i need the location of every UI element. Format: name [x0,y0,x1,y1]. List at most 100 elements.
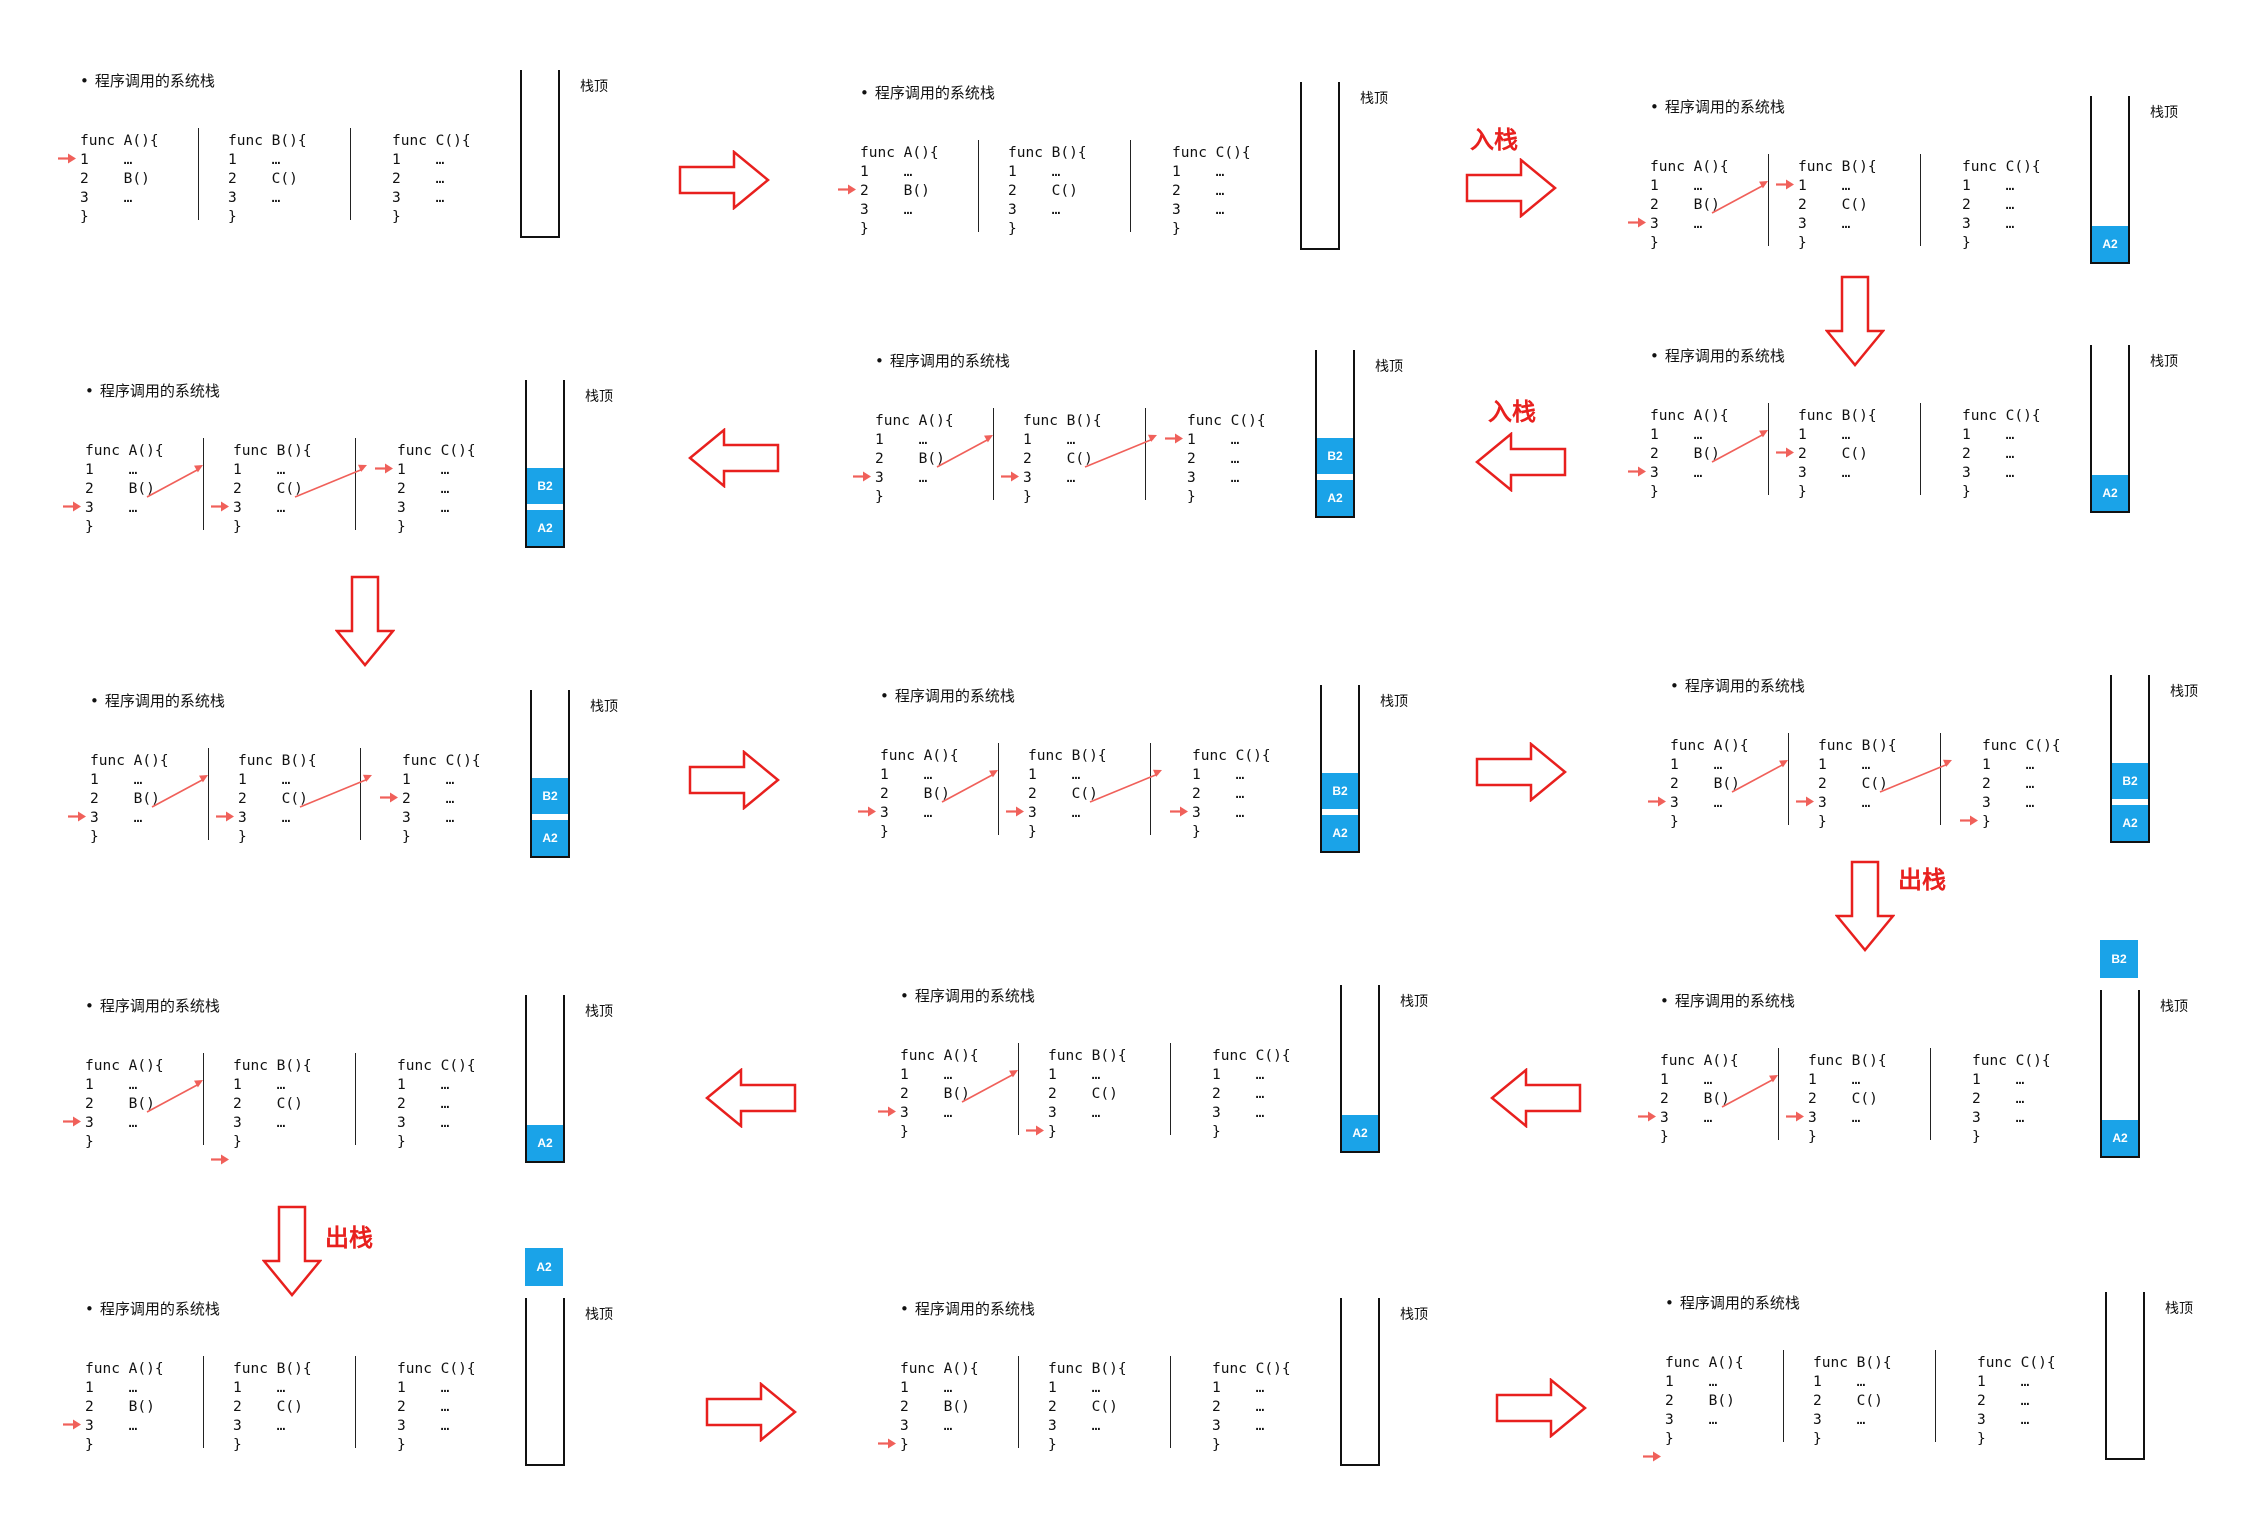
code-line: } [80,209,89,225]
function-c-code: func C(){1 …2 …3 …} [1972,1052,2112,1147]
code-line: 2 C() [1798,197,1868,213]
code-line: 3 … [228,190,281,206]
execution-pointer-arrow [1170,806,1188,817]
code-line: func B(){ [1808,1053,1887,1069]
function-a-code: func A(){1 …2 B()3 …} [875,412,1015,507]
code-line: 3 … [880,805,933,821]
code-line: func B(){ [1818,738,1897,754]
execution-pointer-arrow [380,792,398,803]
code-line: } [860,221,869,237]
code-line: 1 … [1660,1072,1713,1088]
code-line: } [85,519,94,535]
code-line: func C(){ [1212,1361,1291,1377]
function-a-code: func A(){1 …2 B()3 …} [85,1057,225,1152]
function-c-code: func C(){1 …2 …3 …} [402,752,542,847]
code-line: 1 … [1972,1072,2025,1088]
code-line: func B(){ [238,753,317,769]
function-c-code: func C(){1 …2 …3 …} [1187,412,1327,507]
code-line: 1 … [85,1077,138,1093]
execution-pointer-arrow [878,1438,896,1449]
function-b-code: func B(){1 …2 C()3 …} [1028,747,1168,842]
code-line: func B(){ [233,1058,312,1074]
function-a-code: func A(){1 …2 B()3 …} [1650,158,1790,253]
code-line: func C(){ [1187,413,1266,429]
stack-top-label: 栈顶 [590,699,618,715]
code-line: 1 … [402,772,455,788]
function-a-code: func A(){1 …2 B()3 …} [80,132,220,227]
code-line: func B(){ [1048,1361,1127,1377]
panel-title: 程序调用的系统栈 [900,1298,1035,1319]
code-line: func C(){ [397,1058,476,1074]
system-stack [1300,82,1340,250]
stack-top-label: 栈顶 [1400,1307,1428,1323]
function-divider [208,748,209,840]
code-line: 3 … [233,1418,286,1434]
function-divider [1783,1350,1784,1442]
code-line: 3 … [1172,202,1225,218]
code-line: 1 … [1023,432,1076,448]
code-line: } [1212,1124,1221,1140]
panel-title: 程序调用的系统栈 [1660,990,1795,1011]
function-divider [1788,733,1789,825]
code-line: } [233,519,242,535]
function-a-code: func A(){1 …2 B()3 …} [1670,737,1810,832]
function-a-code: func A(){1 …2 B()3 …} [900,1360,1040,1455]
stack-frame-a2: A2 [532,820,568,856]
code-line: 3 … [1650,465,1703,481]
code-line: } [233,1437,242,1453]
code-line: 3 … [1962,465,2015,481]
function-divider [1150,743,1151,835]
code-line: func A(){ [875,413,954,429]
stack-frame-b2: B2 [1317,438,1353,474]
system-stack: A2 [2090,96,2130,264]
code-line: } [1962,235,1971,251]
stack-frame-a2: A2 [527,510,563,546]
function-c-code: func C(){1 …2 …3 …} [1212,1047,1352,1142]
code-line: 3 … [1192,805,1245,821]
code-line: } [228,209,237,225]
code-line: } [1048,1124,1057,1140]
code-line: 3 … [397,1418,450,1434]
code-line: } [90,829,99,845]
code-line: 3 … [392,190,445,206]
function-divider [1145,408,1146,500]
code-line: 3 … [85,1418,138,1434]
code-line: 2 B() [880,786,950,802]
execution-pointer-arrow [1960,815,1978,826]
code-line: } [1798,235,1807,251]
code-line: 3 … [900,1418,953,1434]
panel-title: 程序调用的系统栈 [80,70,215,91]
system-stack: A2 [2090,345,2130,513]
function-divider [350,128,351,220]
code-line: 1 … [1977,1374,2030,1390]
code-line: 1 … [860,164,913,180]
code-line: 3 … [1813,1412,1866,1428]
code-line: 2 … [1212,1086,1265,1102]
flow-label: 出栈 [1898,866,1946,894]
code-line: 3 … [1048,1105,1101,1121]
code-line: 1 … [238,772,291,788]
popped-frame-a2: A2 [525,1248,563,1286]
code-line: 2 B() [900,1086,970,1102]
code-line: 3 … [1023,470,1076,486]
function-divider [993,408,994,500]
execution-pointer-arrow [58,153,76,164]
code-line: 2 C() [1048,1399,1118,1415]
function-divider [203,1356,204,1448]
code-line: } [900,1437,909,1453]
code-line: 1 … [1818,757,1871,773]
code-line: } [1650,484,1659,500]
function-divider [1170,1356,1171,1448]
code-line: } [1048,1437,1057,1453]
execution-pointer-arrow [63,501,81,512]
system-stack: A2 [1340,985,1380,1153]
panel-title: 程序调用的系统栈 [875,350,1010,371]
function-divider [355,1053,356,1145]
stack-top-label: 栈顶 [1360,91,1388,107]
code-line: func A(){ [880,748,959,764]
